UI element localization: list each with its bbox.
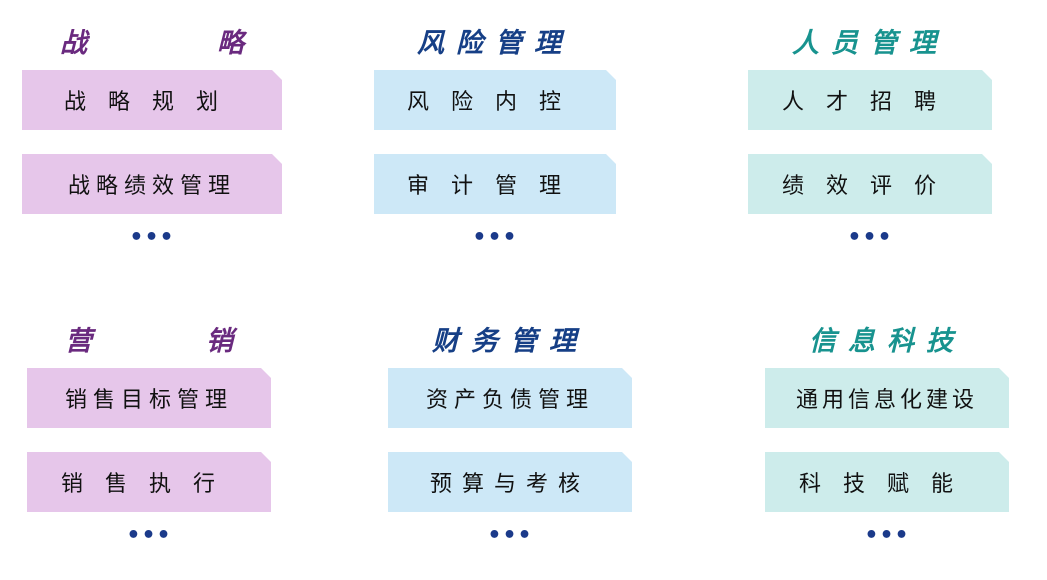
more-ellipsis: ••• — [487, 523, 533, 548]
card-strategy-planning[interactable]: 战略规划 — [22, 70, 282, 130]
card-label: 绩效评价 — [781, 174, 958, 199]
card-sales-execution[interactable]: 销售执行 — [27, 452, 271, 512]
group-title-strategy: 战 略 — [22, 24, 282, 64]
card-label: 销售目标管理 — [64, 388, 233, 413]
more-ellipsis: ••• — [126, 523, 172, 548]
card-label: 战略绩效管理 — [67, 174, 236, 199]
card-label: 战略规划 — [63, 90, 240, 115]
card-label: 通用信息化建设 — [795, 388, 978, 413]
card-talent-recruitment[interactable]: 人才招聘 — [748, 70, 992, 130]
card-asset-liability[interactable]: 资产负债管理 — [388, 368, 632, 428]
card-label: 审计管理 — [406, 174, 583, 199]
more-ellipsis: ••• — [847, 225, 893, 250]
card-audit-management[interactable]: 审计管理 — [374, 154, 616, 214]
more-ellipsis: ••• — [472, 225, 518, 250]
group-title-char-2: 销 — [206, 326, 233, 357]
card-sales-target[interactable]: 销售目标管理 — [27, 368, 271, 428]
group-title-personnel: 人员管理 — [792, 28, 948, 59]
group-title-char-2: 略 — [217, 28, 244, 59]
card-general-it-construction[interactable]: 通用信息化建设 — [765, 368, 1009, 428]
group-finance-management: 财务管理 资产负债管理 预算与考核 ••• — [388, 322, 632, 548]
group-risk-management: 风险管理 风险内控 审计管理 ••• — [374, 24, 616, 250]
card-performance-evaluation[interactable]: 绩效评价 — [748, 154, 992, 214]
group-title-marketing: 营 销 — [27, 322, 271, 362]
card-risk-control[interactable]: 风险内控 — [374, 70, 616, 130]
card-label: 销售执行 — [60, 472, 237, 497]
card-label: 风险内控 — [406, 90, 583, 115]
group-title-char-1: 战 — [60, 28, 87, 59]
more-ellipsis: ••• — [864, 523, 910, 548]
card-label: 科技赋能 — [798, 472, 975, 497]
group-info-technology: 信息科技 通用信息化建设 科技赋能 ••• — [765, 322, 1009, 548]
card-strategy-performance[interactable]: 战略绩效管理 — [22, 154, 282, 214]
more-ellipsis: ••• — [129, 225, 175, 250]
group-marketing: 营 销 销售目标管理 销售执行 ••• — [27, 322, 271, 548]
group-title-char-1: 营 — [65, 326, 92, 357]
card-label: 预算与考核 — [429, 472, 590, 497]
group-title-finance: 财务管理 — [432, 326, 588, 357]
card-label: 资产负债管理 — [425, 388, 594, 413]
card-tech-empowerment[interactable]: 科技赋能 — [765, 452, 1009, 512]
card-budget-assessment[interactable]: 预算与考核 — [388, 452, 632, 512]
group-strategy: 战 略 战略规划 战略绩效管理 ••• — [22, 24, 282, 250]
group-title-info-tech: 信息科技 — [809, 326, 965, 357]
group-personnel-management: 人员管理 人才招聘 绩效评价 ••• — [748, 24, 992, 250]
card-label: 人才招聘 — [781, 90, 958, 115]
group-title-risk: 风险管理 — [417, 28, 573, 59]
